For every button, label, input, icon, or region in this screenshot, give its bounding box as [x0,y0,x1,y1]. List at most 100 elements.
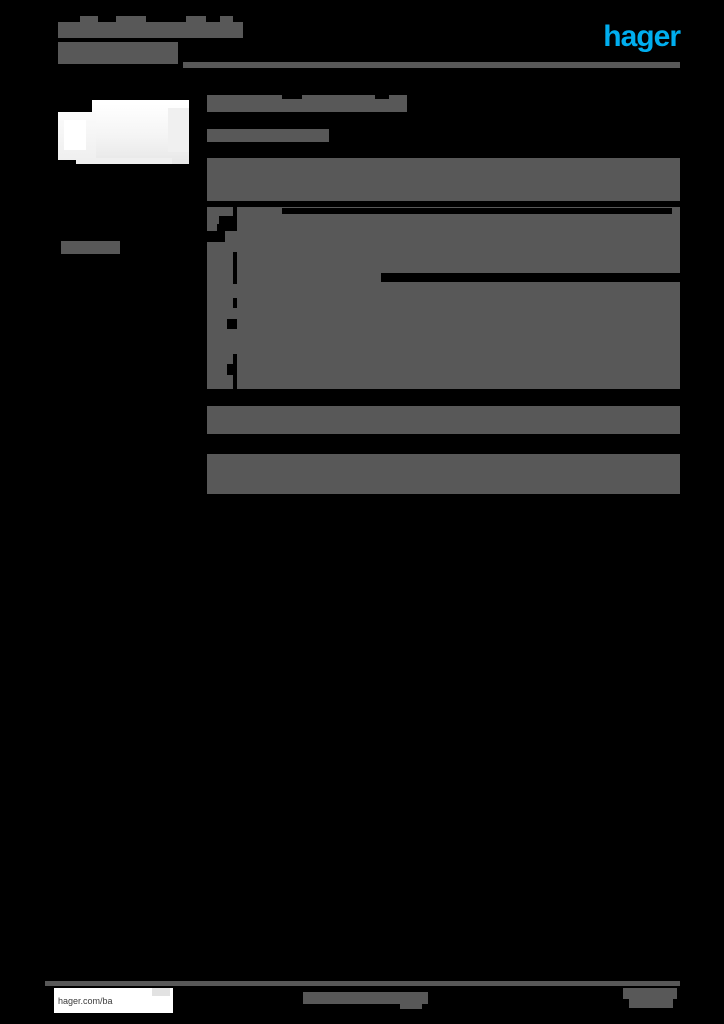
table-row-value [279,252,680,262]
table-label-column [237,252,279,262]
sidebar-caption [58,241,120,254]
footer-page-number-2 [629,999,673,1008]
table-label-column [237,231,279,242]
title-gap [98,16,116,22]
product-terminal-opening [64,120,86,150]
table-label-column [237,298,279,308]
page-header: hager [0,0,724,80]
table-row-value [279,364,680,375]
table-label-column [237,354,279,364]
table-row [207,364,680,375]
table-row-label [207,272,233,284]
table-row-value [279,262,680,272]
table-row-value [279,340,680,354]
table-row-label [207,262,233,272]
table-row-value [279,298,680,308]
table-label-column [237,272,279,284]
table-row-value-gap [381,273,680,282]
table-row [207,319,680,329]
section-subheading [207,129,329,142]
table-label-column [237,207,279,216]
footer-center-text-2 [400,1000,422,1009]
footer-url-text: hager.com/ba [58,995,113,1006]
table-row [207,454,680,494]
table-row-label [207,224,217,231]
table-row-label [207,364,227,375]
product-bottom-edge [76,158,172,164]
table-header-band [207,158,680,201]
table-row-value [279,406,680,434]
table-row-value [279,231,680,242]
footer-url-box[interactable]: hager.com/ba [54,988,173,1013]
table-label-column [237,329,279,340]
section-heading-gap [375,95,389,99]
table-row-label [207,354,233,364]
table-row-label [207,329,257,340]
table-row [207,231,680,242]
title-gap [233,16,243,22]
footer-page-number [623,988,677,999]
footer-center-text [303,992,428,1004]
page-title-line-2 [58,42,178,64]
table-row [207,262,680,272]
hager-logo: hager [603,20,681,53]
table-row-label [207,242,251,252]
page-title [58,16,243,64]
table-label-column [237,224,279,231]
title-gap [146,16,186,22]
hager-logo-text: hager [603,20,681,53]
product-side-face [168,108,189,152]
table-row-value [279,375,680,389]
table-row-value [279,454,680,494]
table-label-column [237,216,279,224]
table-row-value [279,242,680,252]
table-row [207,284,680,298]
table-label-column [237,364,279,375]
footer-divider [45,981,680,986]
table-row-value-gap [282,208,672,214]
title-gap [206,16,220,22]
footer-url-highlight [152,988,170,996]
section-heading-gap [282,95,302,99]
table-row [207,406,680,434]
table-row-label [207,298,233,308]
header-divider [183,62,680,68]
table-row [207,298,680,308]
section-heading [207,95,407,112]
table-row [207,340,680,354]
table-row-label [207,319,227,329]
table-row-value [279,308,680,319]
title-gap [58,16,80,22]
table-row-label [207,308,243,319]
table-row-label [207,207,233,216]
page-footer: hager.com/ba [45,988,680,1014]
table-label-column [237,406,279,434]
product-photo [58,96,189,172]
table-row-value [279,284,680,298]
table-row-label [207,252,233,262]
table-row-value [279,224,680,231]
table-label-column [237,375,279,389]
sidebar-caption-gap [58,241,61,254]
table-label-column [237,308,279,319]
table-row [207,375,680,389]
table-row-value [279,354,680,364]
table-label-column [237,284,279,298]
table-row-label [207,216,219,224]
table-row-value [279,216,680,224]
table-label-column [237,242,279,252]
table-row [207,354,680,364]
table-label-column [237,454,279,494]
table-row [207,252,680,262]
table-row [207,329,680,340]
table-label-column [237,262,279,272]
table-label-column [237,319,279,329]
table-row [207,242,680,252]
table-row-value [279,329,680,340]
table-row-label [207,375,233,389]
table-row [207,308,680,319]
table-label-column [237,340,279,354]
table-row-value [279,319,680,329]
table-row [207,224,680,231]
